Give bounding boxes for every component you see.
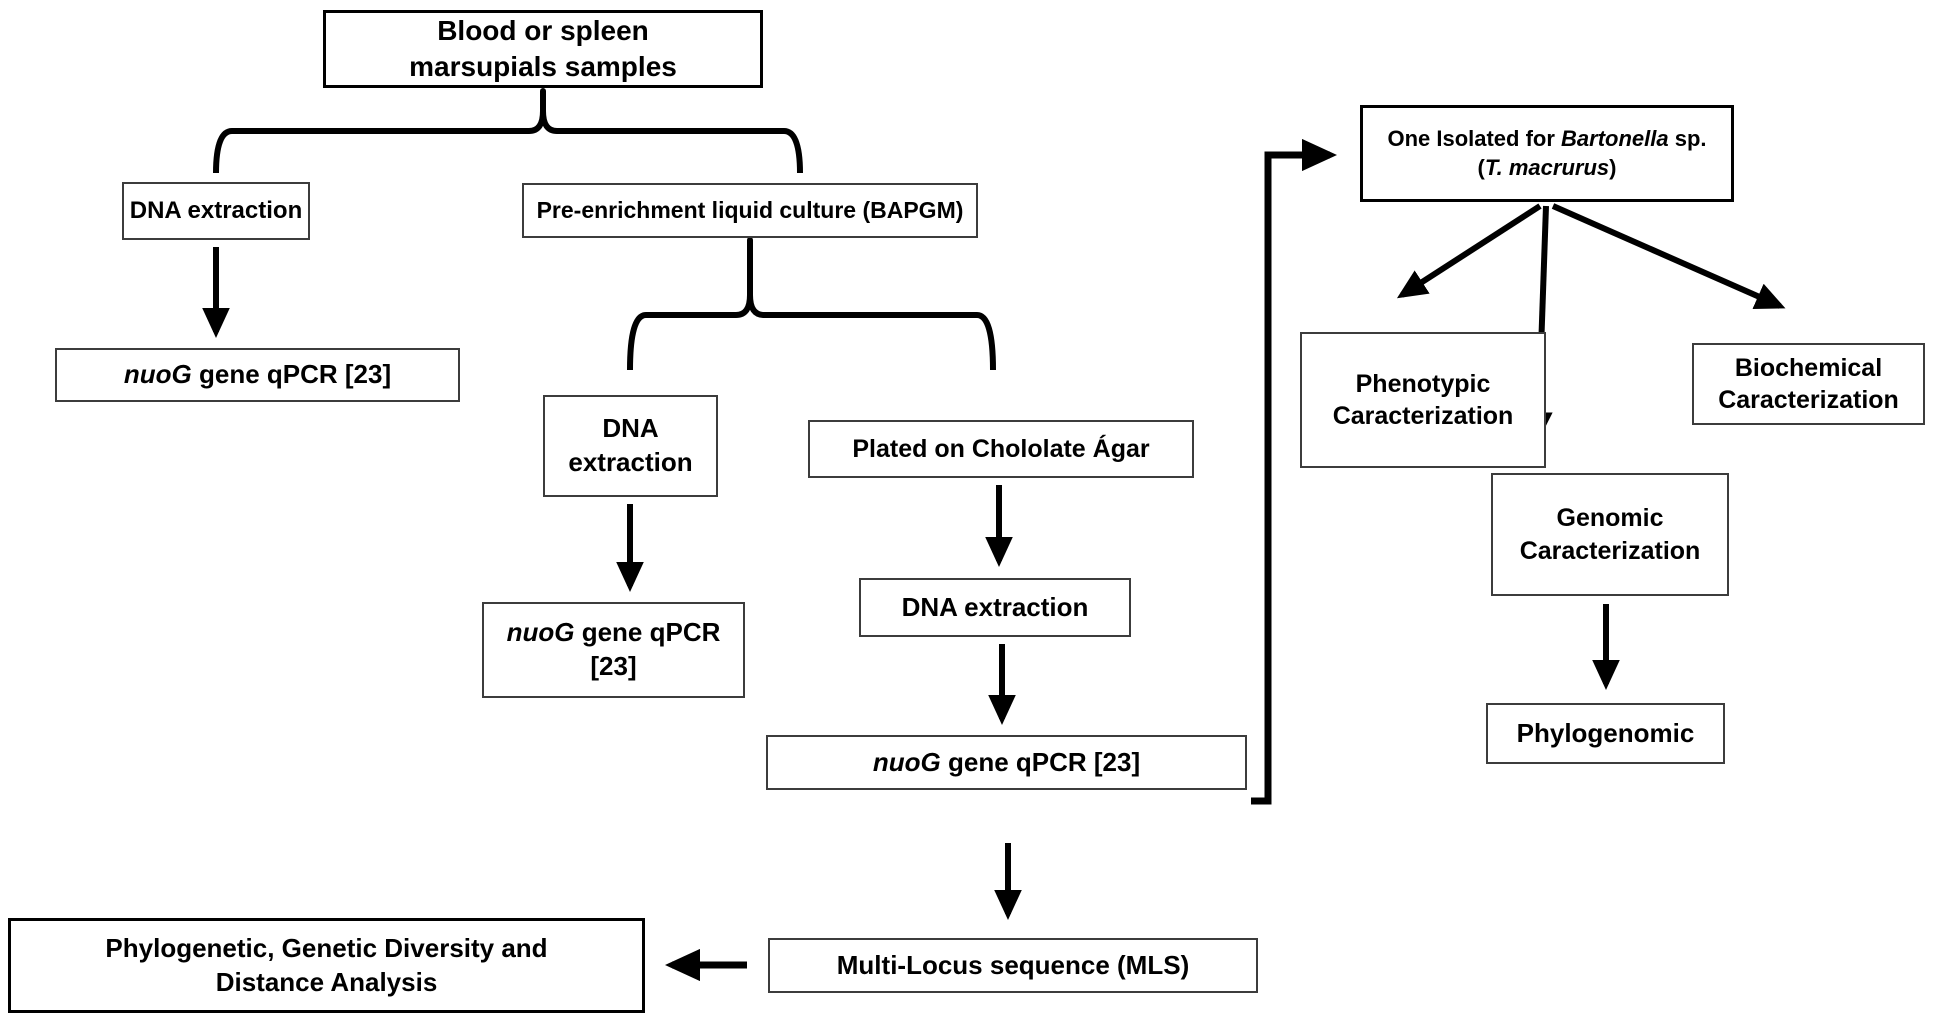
box-genomic-caracterization: Genomic Caracterization — [1491, 473, 1729, 596]
box-nuog-qpcr-2-line2: [23] — [590, 651, 637, 681]
nuog-gene-italic-1: nuoG — [123, 359, 192, 390]
box-one-isolated-line2: (T. macrurus) — [1478, 154, 1617, 183]
box-pre-enrichment-bapgm: Pre-enrichment liquid culture (BAPGM) — [522, 183, 978, 238]
box-phylo-analysis-line2: Distance Analysis — [215, 966, 438, 997]
box-genomic-line2: Caracterization — [1519, 536, 1701, 565]
box-biochemical-line1: Biochemical — [1734, 353, 1883, 382]
nuog-gene-italic-2: nuoG — [506, 617, 575, 648]
t-macrurus-open: ( — [1477, 154, 1485, 180]
nuog-gene-italic-3: nuoG — [872, 746, 941, 777]
box-biochemical-caracterization: Biochemical Caracterization — [1692, 343, 1925, 425]
box-dna-extraction-1-label: DNA extraction — [129, 197, 303, 225]
box-nuog-qpcr-3: nuoG gene qPCR [23] — [766, 735, 1247, 790]
box-pre-enrichment-label: Pre-enrichment liquid culture (BAPGM) — [536, 196, 964, 223]
one-isolated-prefix: One Isolated for — [1387, 125, 1562, 151]
box-phenotypic-line1: Phenotypic — [1355, 369, 1491, 398]
box-one-isolated-bartonella: One Isolated for Bartonella sp. (T. macr… — [1360, 105, 1734, 202]
brace-top-split — [213, 110, 803, 174]
box-dna-extraction-3: DNA extraction — [859, 578, 1131, 637]
box-one-isolated-line1: One Isolated for Bartonella sp. — [1387, 125, 1706, 154]
box-phenotypic-caracterization: Phenotypic Caracterization — [1300, 332, 1546, 468]
box-mls-label: Multi-Locus sequence (MLS) — [836, 949, 1190, 980]
box-dna-extraction-1: DNA extraction — [122, 182, 310, 240]
box-dna-extraction-3-label: DNA extraction — [901, 591, 1089, 622]
box-biochemical-line2: Caracterization — [1718, 386, 1899, 414]
t-macrurus-close: ) — [1609, 154, 1617, 180]
box-phylogenomic-label: Phylogenomic — [1516, 717, 1695, 748]
box-nuog-qpcr-3-label: nuoG gene qPCR [23] — [873, 746, 1140, 780]
bartonella-italic: Bartonella — [1561, 125, 1669, 151]
box-dna-extraction-2: DNA extraction — [543, 395, 718, 497]
nuog-rest-2: gene qPCR — [574, 617, 721, 648]
nuog-rest-3: gene qPCR [23] — [940, 746, 1141, 777]
box-nuog-qpcr-1: nuoG gene qPCR [23] — [55, 348, 460, 402]
box-phenotypic-line2: Caracterization — [1332, 402, 1514, 430]
box-nuog-qpcr-1-label: nuoG gene qPCR [23] — [124, 358, 391, 392]
box-blood-spleen-samples: Blood or spleen marsupials samples — [323, 10, 763, 88]
box-phylogenomic: Phylogenomic — [1486, 703, 1725, 764]
connector-nuog3-to-isolate — [1251, 138, 1337, 805]
arrow-isolate-to-biochemical — [1551, 203, 1786, 309]
box-genomic-line1: Genomic — [1556, 504, 1664, 532]
box-blood-spleen-line1: Blood or spleen — [437, 14, 649, 46]
box-blood-spleen-line2: marsupials samples — [409, 51, 677, 82]
box-nuog-qpcr-2-line1: nuoG gene qPCR — [507, 616, 721, 650]
box-multi-locus-sequence: Multi-Locus sequence (MLS) — [768, 938, 1258, 993]
box-nuog-qpcr-2: nuoG gene qPCR [23] — [482, 602, 745, 698]
nuog-rest-1: gene qPCR [23] — [191, 359, 392, 390]
one-isolated-suffix: sp. — [1668, 125, 1707, 151]
box-plated-agar-label: Plated on Chololate Ágar — [852, 434, 1150, 463]
arrow-isolate-to-phenotypic — [1396, 203, 1542, 299]
box-dna-extraction-2-line1: DNA — [602, 413, 659, 444]
box-dna-extraction-2-line2: extraction — [568, 447, 693, 477]
box-phylo-analysis-line1: Phylogenetic, Genetic Diversity and — [105, 932, 548, 963]
t-macrurus-italic: T. macrurus — [1484, 154, 1610, 180]
box-phylogenetic-analysis: Phylogenetic, Genetic Diversity and Dist… — [8, 918, 645, 1013]
box-plated-chocolate-agar: Plated on Chololate Ágar — [808, 420, 1194, 478]
brace-bapgm-split — [627, 294, 996, 371]
